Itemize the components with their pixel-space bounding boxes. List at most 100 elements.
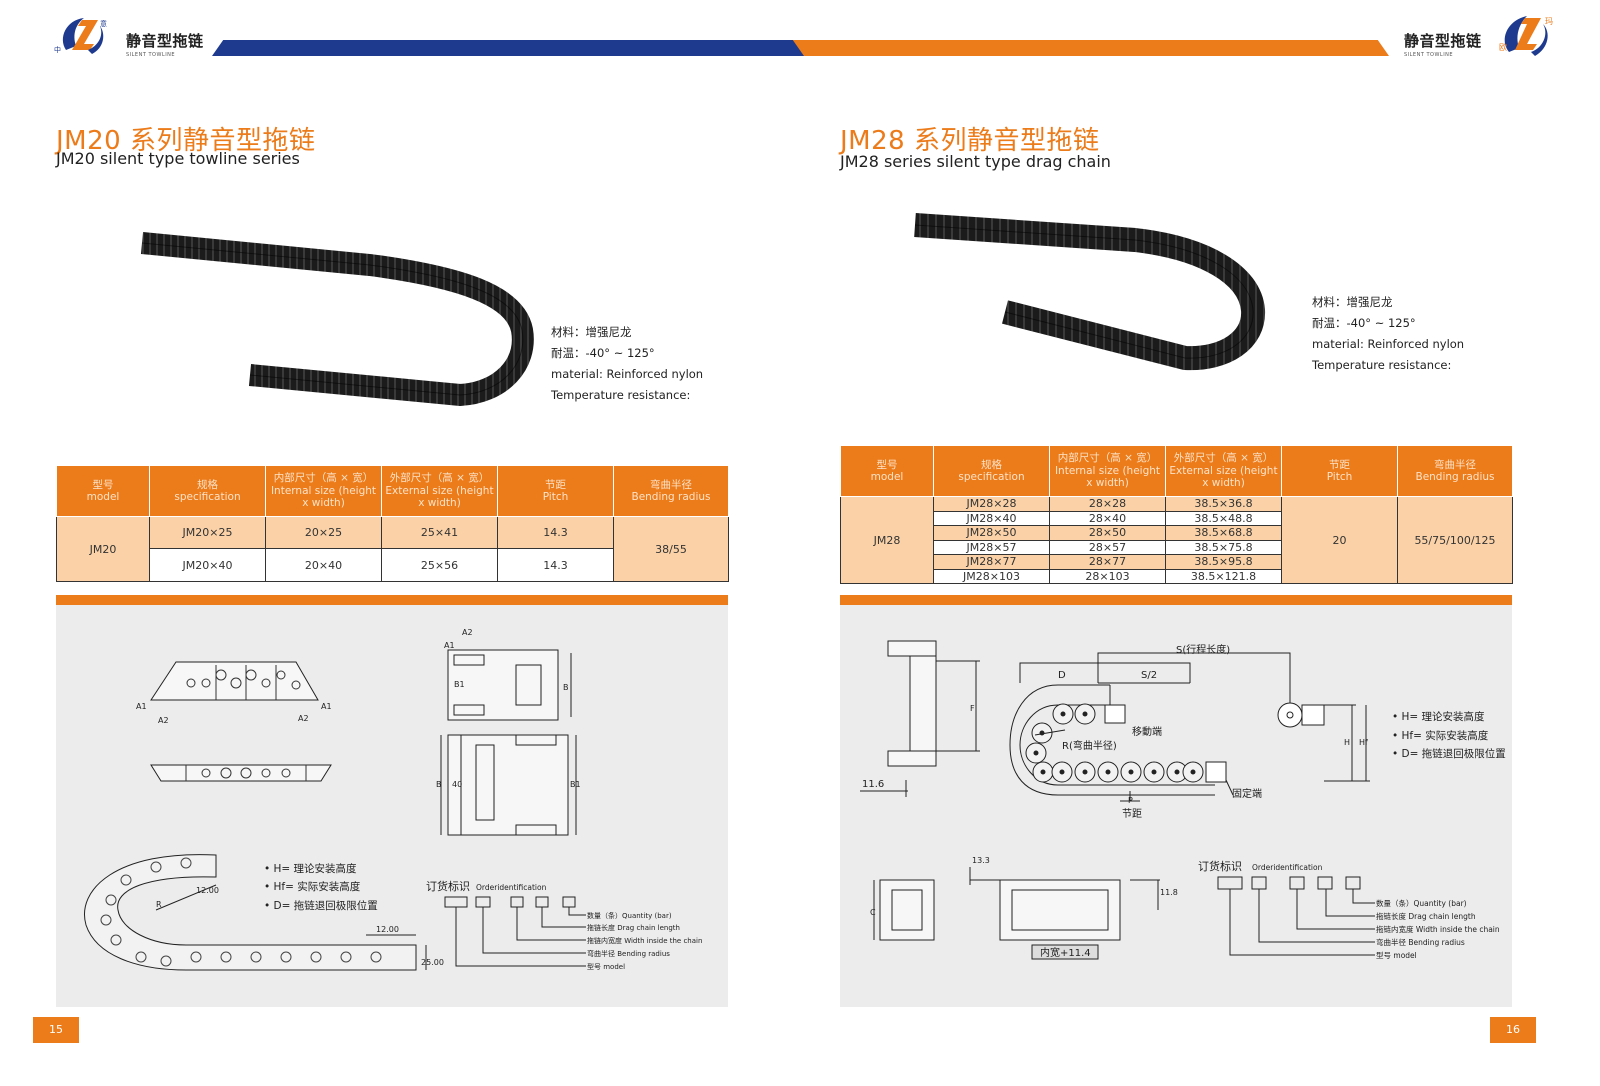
svg-text:欧: 欧 (1499, 42, 1507, 52)
cell-bending-radius: 38/55 (613, 516, 729, 582)
install-note-h: • H= 理论安装高度 (1392, 710, 1485, 723)
cell-external: 25×41 (381, 516, 498, 549)
order-item-quantity: 数量（条）Quantity (bar) (587, 911, 672, 920)
material-line: 材料：增强尼龙 (551, 325, 632, 339)
label-inner-width: 内宽+11.4 (1040, 946, 1091, 959)
order-title-en: Orderidentification (476, 883, 547, 892)
panel-top-line-right (840, 595, 1512, 605)
cell-external: 38.5×75.8 (1165, 539, 1282, 555)
cell-internal: 28×40 (1049, 510, 1166, 526)
table-row: JM28 JM28×28 28×28 38.5×36.8 20 55/75/10… (840, 496, 1513, 584)
jm20-drawing-panel: A1 A2 A2 A1 A2 A1 B B1 B 40 B1 R 12.00 1… (56, 605, 728, 1007)
dim-label-f: F (970, 704, 975, 713)
page-subtitle-left: JM20 silent type towline series (56, 149, 300, 168)
cell-external: 38.5×68.8 (1165, 525, 1282, 541)
label-moving-end: 移動端 (1132, 725, 1162, 738)
cell-external: 38.5×36.8 (1165, 496, 1282, 512)
cell-pitch: 20 (1281, 496, 1398, 584)
dim-label-b1: B1 (570, 780, 581, 789)
svg-text:中: 中 (54, 45, 61, 54)
dim-label-d: D (1058, 670, 1066, 681)
header-internal-size: 内部尺寸（高 × 宽）Internal size (height x width… (265, 465, 382, 517)
cell-spec: JM28×57 (933, 539, 1050, 555)
page-title-left: JM20 系列静音型拖链 (56, 126, 316, 156)
page-number-left: 15 (33, 1017, 79, 1043)
install-note-hf: • Hf= 实际安装高度 (264, 880, 361, 893)
order-item-model: 型号 model (587, 962, 625, 971)
company-logo-right: 欧 玛 (1499, 16, 1553, 56)
cell-internal: 28×103 (1049, 568, 1166, 584)
svg-text:意: 意 (100, 19, 107, 28)
order-item-quantity: 数量（条）Quantity (bar) (1376, 898, 1467, 908)
temperature-line: 耐温：-40° ~ 125° (551, 346, 655, 360)
cell-internal: 28×57 (1049, 539, 1166, 555)
temperature-line-en: Temperature resistance: (1312, 358, 1452, 372)
dim-label-133: 13.3 (972, 856, 990, 865)
dim-label-stroke: S(行程长度) (1176, 643, 1230, 656)
cell-spec: JM28×77 (933, 554, 1050, 570)
temperature-line: 耐温：-40° ~ 125° (1312, 316, 1416, 330)
dim-label-b: B (436, 780, 442, 789)
order-title-en: Orderidentification (1252, 863, 1323, 872)
install-note-d: • D= 拖链退回极限位置 (1392, 747, 1506, 760)
cell-internal: 20×25 (265, 516, 382, 549)
header-external-size: 外部尺寸（高 × 宽）External size (height x width… (381, 465, 498, 517)
brand-name-en: SILENT TOWLINE (1404, 52, 1454, 58)
dim-label-1200: 12.00 (196, 886, 219, 895)
order-item-width: 拖链内宽度 Width inside the chain (1376, 924, 1500, 934)
cell-external: 25×56 (381, 548, 498, 582)
jm28-chain-image (914, 213, 1266, 371)
dim-label-a1: A1 (444, 641, 455, 650)
install-note-hf: • Hf= 实际安装高度 (1392, 729, 1489, 742)
cell-internal: 28×50 (1049, 525, 1166, 541)
cell-internal: 28×77 (1049, 554, 1166, 570)
dim-label-40: 40 (452, 780, 462, 789)
panel-top-line-left (56, 595, 728, 605)
dim-label-116: 11.6 (862, 779, 884, 790)
dim-label-h: H (1344, 738, 1350, 747)
order-item-width: 拖链内宽度 Width inside the chain (587, 936, 702, 945)
dim-label-p: P (1128, 796, 1133, 805)
cell-bending-radius: 55/75/100/125 (1397, 496, 1513, 584)
company-logo-left: 中 意 (54, 18, 107, 54)
brand-right: 静音型拖链 SILENT TOWLINE (1404, 30, 1482, 58)
cell-pitch: 14.3 (497, 516, 614, 549)
dim-label-b1: B1 (454, 680, 465, 689)
order-item-model: 型号 model (1376, 951, 1417, 960)
order-item-length: 拖链长度 Drag chain length (1376, 911, 1476, 921)
header-bar-orange (792, 40, 1389, 56)
table-row: JM20×40 20×40 25×56 14.3 (57, 548, 729, 582)
page-subtitle-right: JM28 series silent type drag chain (840, 152, 1111, 171)
cell-external: 38.5×121.8 (1165, 568, 1282, 584)
svg-text:玛: 玛 (1545, 17, 1553, 26)
cell-model: JM20 (56, 516, 150, 582)
dim-label-1200: 12.00 (376, 925, 399, 934)
jm20-technical-drawing: A1 A2 A2 A1 A2 A1 B B1 B 40 B1 R 12.00 1… (84, 628, 702, 971)
cell-spec: JM28×103 (933, 568, 1050, 584)
label-bending-radius: R(弯曲半径) (1062, 739, 1117, 752)
brand-name-cn: 静音型拖链 (1404, 32, 1482, 50)
order-title-cn: 订货标识 (1198, 859, 1242, 873)
cell-spec: JM20×25 (149, 516, 266, 549)
cell-spec: JM20×40 (149, 548, 266, 582)
dim-label-2500: 25.00 (421, 958, 444, 967)
order-item-radius: 弯曲半径 Bending radius (1376, 937, 1465, 947)
jm20-chain-image (140, 232, 534, 407)
cell-pitch: 14.3 (497, 548, 614, 582)
cell-spec: JM28×28 (933, 496, 1050, 512)
install-note-d: • D= 拖链退回极限位置 (264, 899, 378, 912)
page-title-right: JM28 系列静音型拖链 (840, 126, 1100, 156)
material-line: 材料：增强尼龙 (1312, 295, 1393, 309)
cell-model: JM28 (840, 496, 934, 584)
header-bar-blue (212, 40, 816, 56)
dim-label-118: 11.8 (1160, 888, 1178, 897)
jm28-technical-drawing: S(行程长度) D S/2 移動端 R(弯曲半径) 固定端 节距 11.6 内宽… (860, 640, 1506, 960)
cell-external: 38.5×48.8 (1165, 510, 1282, 526)
